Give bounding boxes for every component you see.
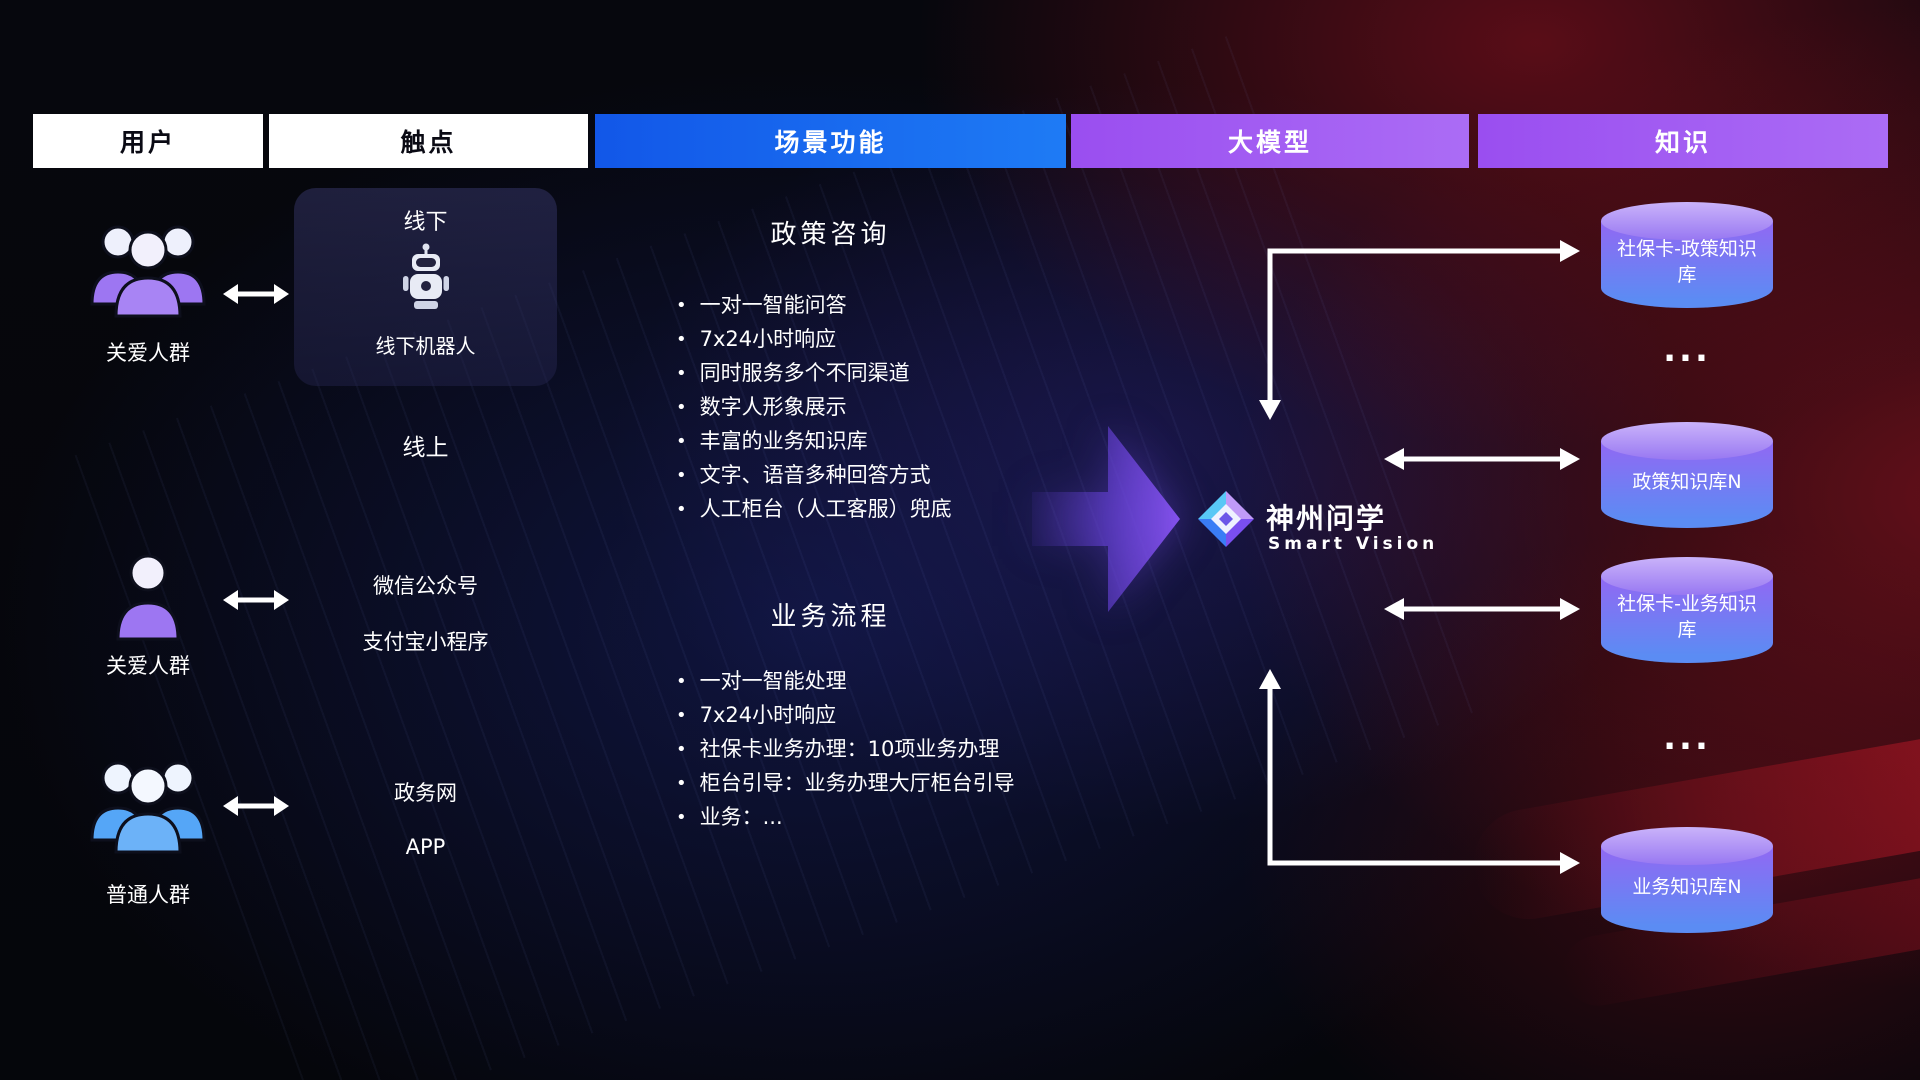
double-arrow-icon xyxy=(223,590,289,610)
business-feature-list: 一对一智能处理 7x24小时响应 社保卡业务办理：10项业务办理 柜台引导：业务… xyxy=(676,665,1015,835)
user-label-care-group-2: 关爱人群 xyxy=(106,654,190,678)
database-top xyxy=(1601,827,1773,865)
column-header-knowledge: 知识 xyxy=(1478,114,1888,168)
touchpoint-wechat: 微信公众号 xyxy=(373,574,478,598)
database-top xyxy=(1601,202,1773,240)
model-brand-name: 神州问学 xyxy=(1266,502,1387,535)
list-item: 同时服务多个不同渠道 xyxy=(676,357,952,391)
knowledge-base-label: 业务知识库N xyxy=(1632,876,1742,899)
policy-feature-list: 一对一智能问答 7x24小时响应 同时服务多个不同渠道 数字人形象展示 丰富的业… xyxy=(676,289,952,527)
list-item: 7x24小时响应 xyxy=(676,323,952,357)
offline-robot-panel: 线下 线下机器人 xyxy=(294,188,557,386)
flow-arrow-icon xyxy=(1032,426,1180,612)
offline-title: 线下 xyxy=(403,210,448,235)
knowledge-base-label: 社保卡-政策知识库 xyxy=(1617,238,1757,286)
column-header-model: 大模型 xyxy=(1071,114,1469,168)
scenario-title-business: 业务流程 xyxy=(770,602,891,632)
user-group-blue-icon xyxy=(90,761,206,854)
list-item: 人工柜台（人工客服）兜底 xyxy=(676,493,952,527)
list-item: 柜台引导：业务办理大厅柜台引导 xyxy=(676,767,1015,801)
list-item: 数字人形象展示 xyxy=(676,391,952,425)
list-item: 一对一智能处理 xyxy=(676,665,1015,699)
database-top xyxy=(1601,422,1773,460)
list-item: 一对一智能问答 xyxy=(676,289,952,323)
knowledge-base-label: 社保卡-业务知识库 xyxy=(1617,593,1757,641)
list-item: 7x24小时响应 xyxy=(676,699,1015,733)
robot-icon xyxy=(402,243,449,309)
user-group-purple-icon xyxy=(90,225,206,318)
offline-robot-label: 线下机器人 xyxy=(375,334,476,358)
knowledge-base-database-icon: 社保卡-政策知识库 xyxy=(1601,202,1773,308)
database-top xyxy=(1601,557,1773,595)
single-user-purple-icon xyxy=(116,554,180,641)
user-label-general-group: 普通人群 xyxy=(106,883,190,907)
list-item: 丰富的业务知识库 xyxy=(676,425,952,459)
list-item: 社保卡业务办理：10项业务办理 xyxy=(676,733,1015,767)
touchpoint-gov-web: 政务网 xyxy=(394,781,457,805)
scenario-title-policy: 政策咨询 xyxy=(770,220,891,250)
touchpoint-app: APP xyxy=(405,835,446,859)
knowledge-base-label: 政策知识库N xyxy=(1632,471,1742,494)
column-header-touchpoints: 触点 xyxy=(269,114,588,168)
online-title: 线上 xyxy=(402,435,449,461)
user-label-care-group-1: 关爱人群 xyxy=(106,341,190,365)
knowledge-base-database-icon: 业务知识库N xyxy=(1601,827,1773,933)
knowledge-base-database-icon: 政策知识库N xyxy=(1601,422,1773,528)
list-item: 业务：... xyxy=(676,801,1015,835)
smart-vision-logo-icon xyxy=(1198,491,1254,547)
ellipsis-more-knowledge: ... xyxy=(1663,718,1711,758)
double-arrow-icon xyxy=(223,284,289,304)
touchpoint-alipay: 支付宝小程序 xyxy=(362,630,489,654)
column-header-users: 用户 xyxy=(33,114,263,168)
double-arrow-icon xyxy=(223,796,289,816)
model-brand-subtitle: Smart Vision xyxy=(1268,534,1439,554)
knowledge-base-database-icon: 社保卡-业务知识库 xyxy=(1601,557,1773,663)
column-header-scenarios: 场景功能 xyxy=(595,114,1066,168)
list-item: 文字、语音多种回答方式 xyxy=(676,459,952,493)
ellipsis-more-knowledge: ... xyxy=(1663,330,1711,370)
